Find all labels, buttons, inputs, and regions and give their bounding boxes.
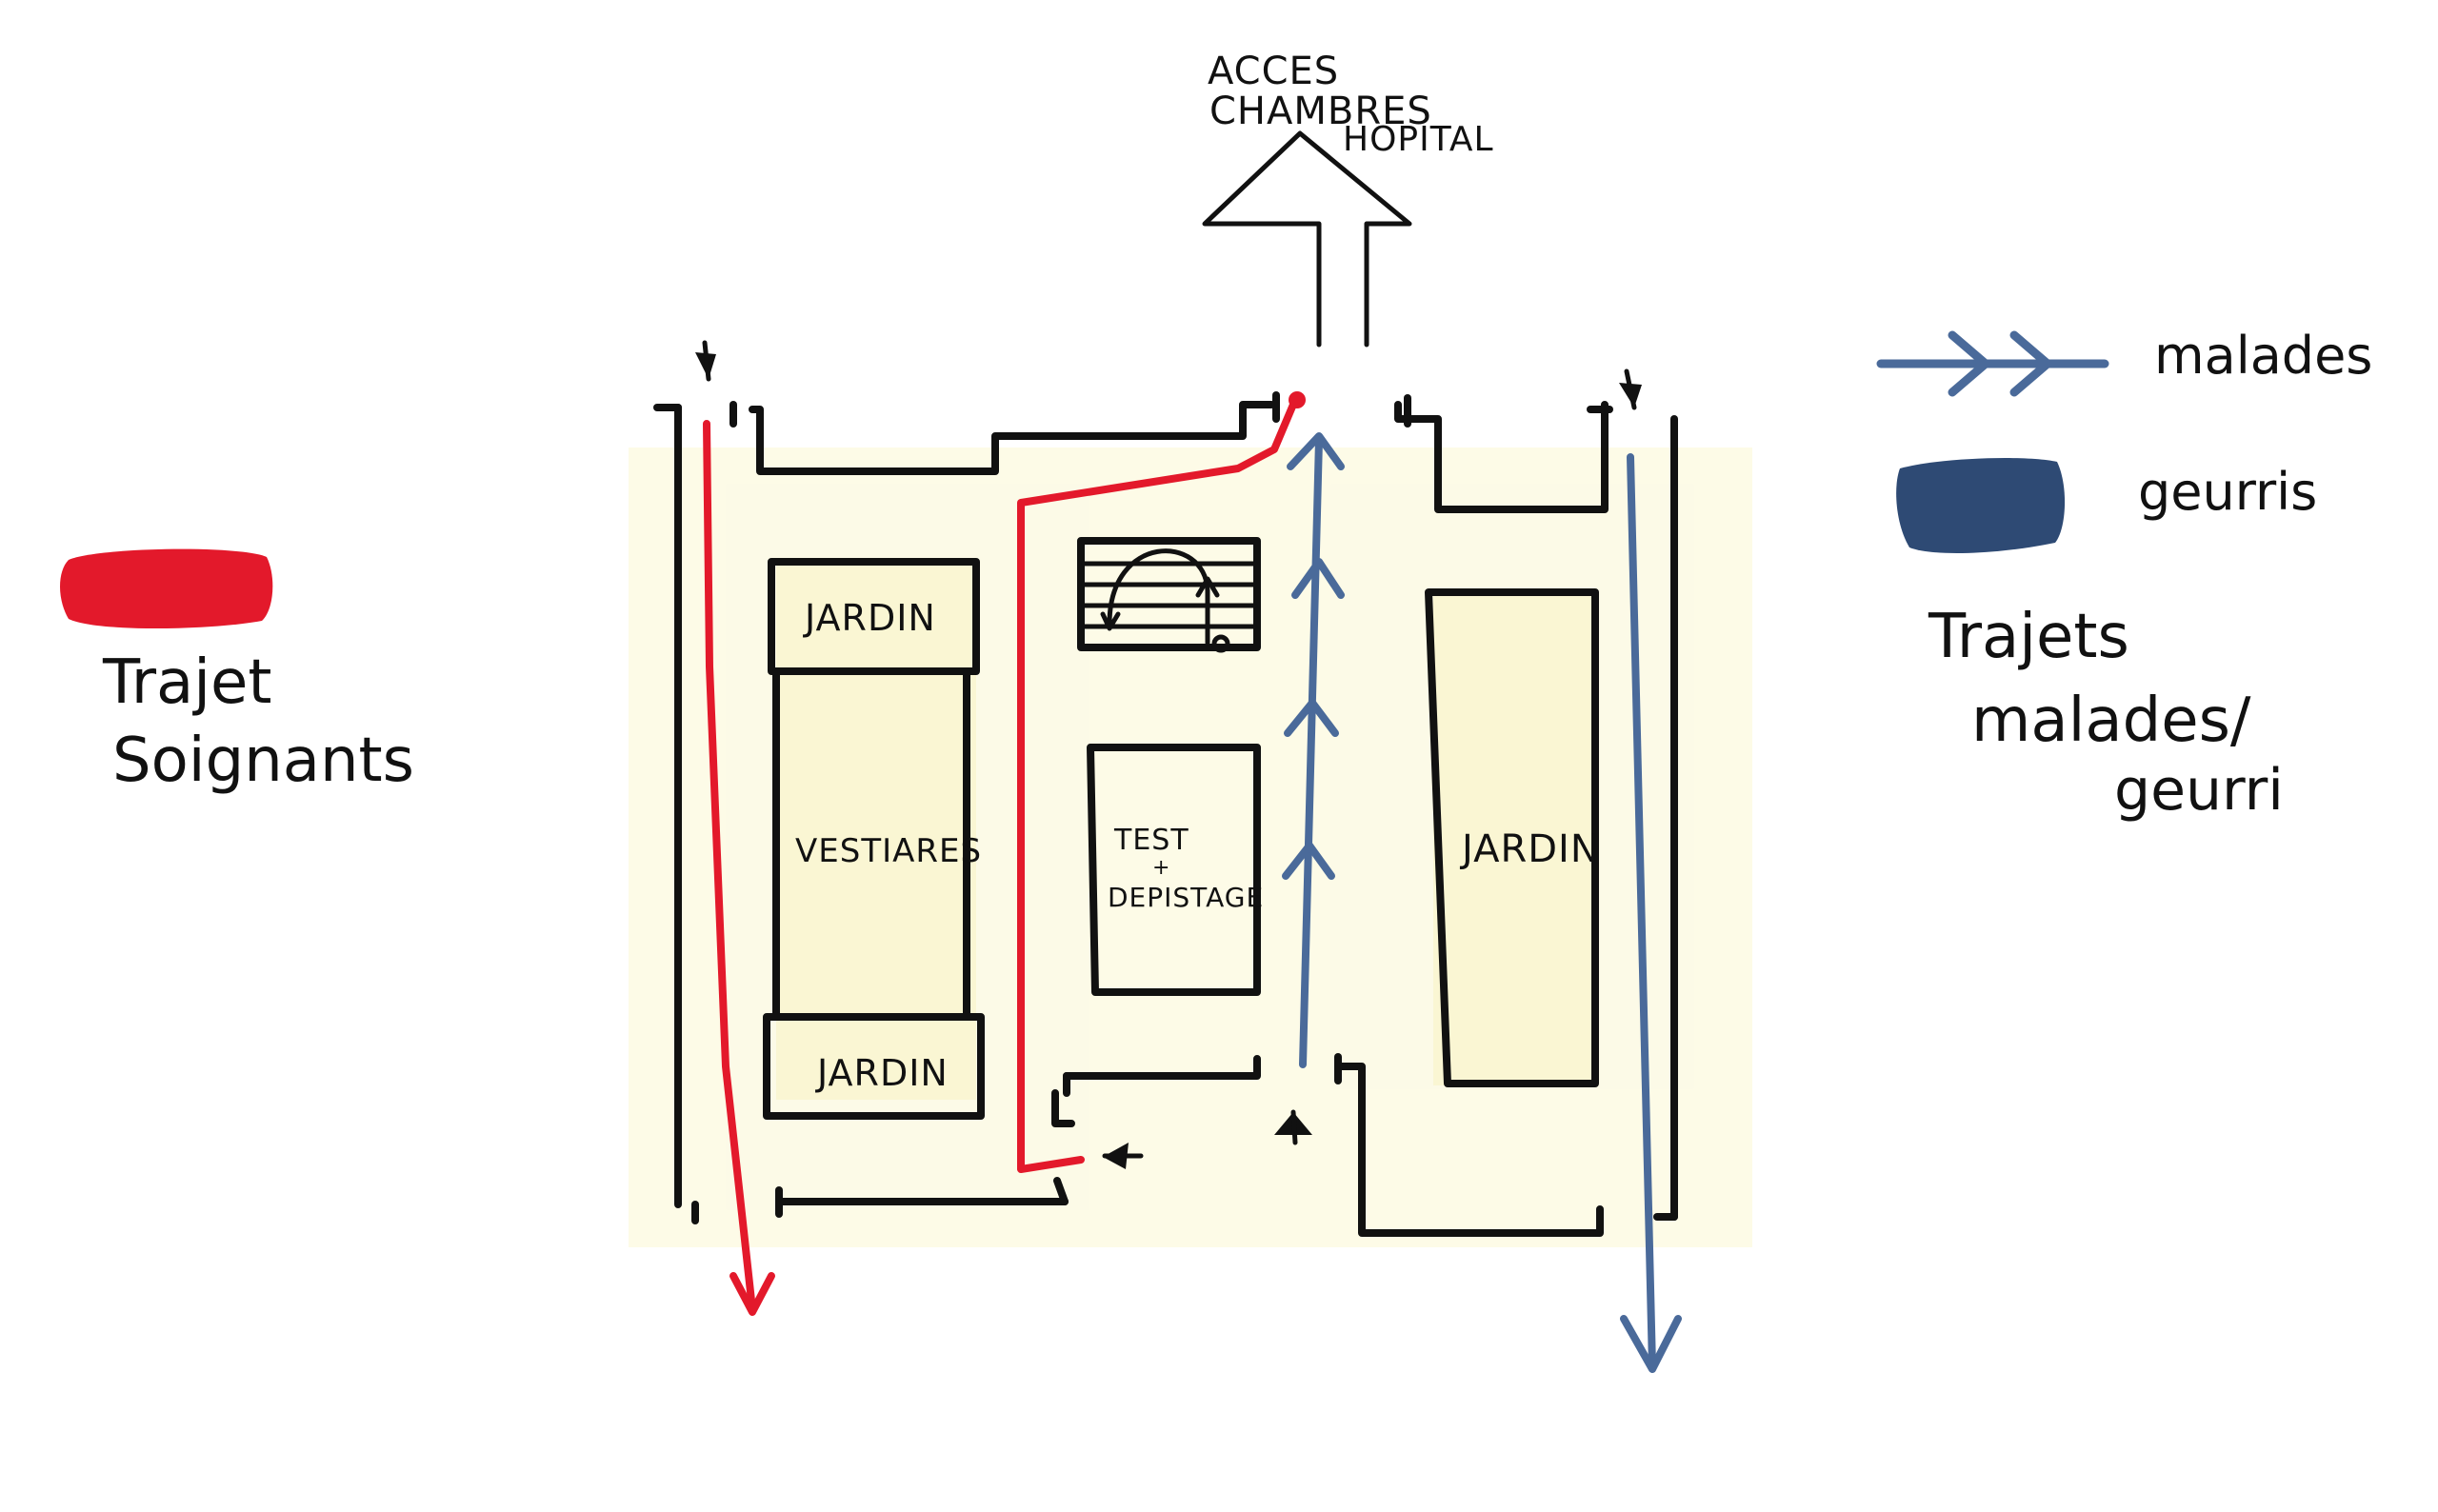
room-jardin-top: [768, 558, 980, 675]
label-test: TEST: [1113, 824, 1189, 857]
room-stairs: [1077, 537, 1261, 651]
trajet-geurris-path: [1620, 453, 1682, 1373]
trajet-malades-path: [1282, 432, 1345, 1068]
hospital-access-arrow: [1202, 130, 1412, 348]
legend-geurris-label: geurris: [2138, 462, 2317, 522]
room-jardin-right: [1425, 588, 1599, 1087]
legend-geurris: geurris: [1896, 457, 2317, 554]
legend-soignants: Trajet Soignants: [60, 548, 414, 796]
label-jardin-right: JARDIN: [1459, 827, 1600, 871]
red-swatch: [60, 548, 273, 628]
room-jardin-bottom: [763, 1013, 985, 1120]
access-label-line1: ACCES: [1208, 50, 1339, 93]
trajet-soignants-path: [703, 391, 1306, 1316]
legend-malades: malades: [1876, 326, 2372, 397]
entry-markers: [695, 340, 1642, 1169]
legend-trajets-line1: Trajets: [1928, 602, 2129, 672]
building-walls: [653, 391, 1678, 1237]
label-test-plus: +: [1152, 856, 1170, 880]
legend-trajets-line2: malades/: [1971, 686, 2251, 756]
legend-soignants-line2: Soignants: [112, 726, 414, 796]
legend-trajets-line3: geurri: [2114, 757, 2284, 824]
stairs-icon: [1081, 548, 1258, 653]
access-label-line2: CHAMBRES: [1209, 90, 1432, 133]
legend-trajets-malades: Trajets malades/ geurri: [1928, 602, 2284, 824]
blue-swatch: [1896, 457, 2066, 554]
label-vestiaires: VESTIARES: [795, 832, 982, 870]
legend-soignants-line1: Trajet: [102, 647, 271, 718]
label-jardin-bottom: JARDIN: [815, 1052, 949, 1094]
label-depistage: DEPISTAGE: [1108, 882, 1264, 913]
room-test-depistage: [1087, 744, 1261, 996]
access-label-line3: HOPITAL: [1343, 120, 1494, 159]
label-jardin-top: JARDIN: [803, 597, 936, 639]
rooms: [763, 537, 1599, 1120]
legend-malades-label: malades: [2154, 326, 2372, 386]
